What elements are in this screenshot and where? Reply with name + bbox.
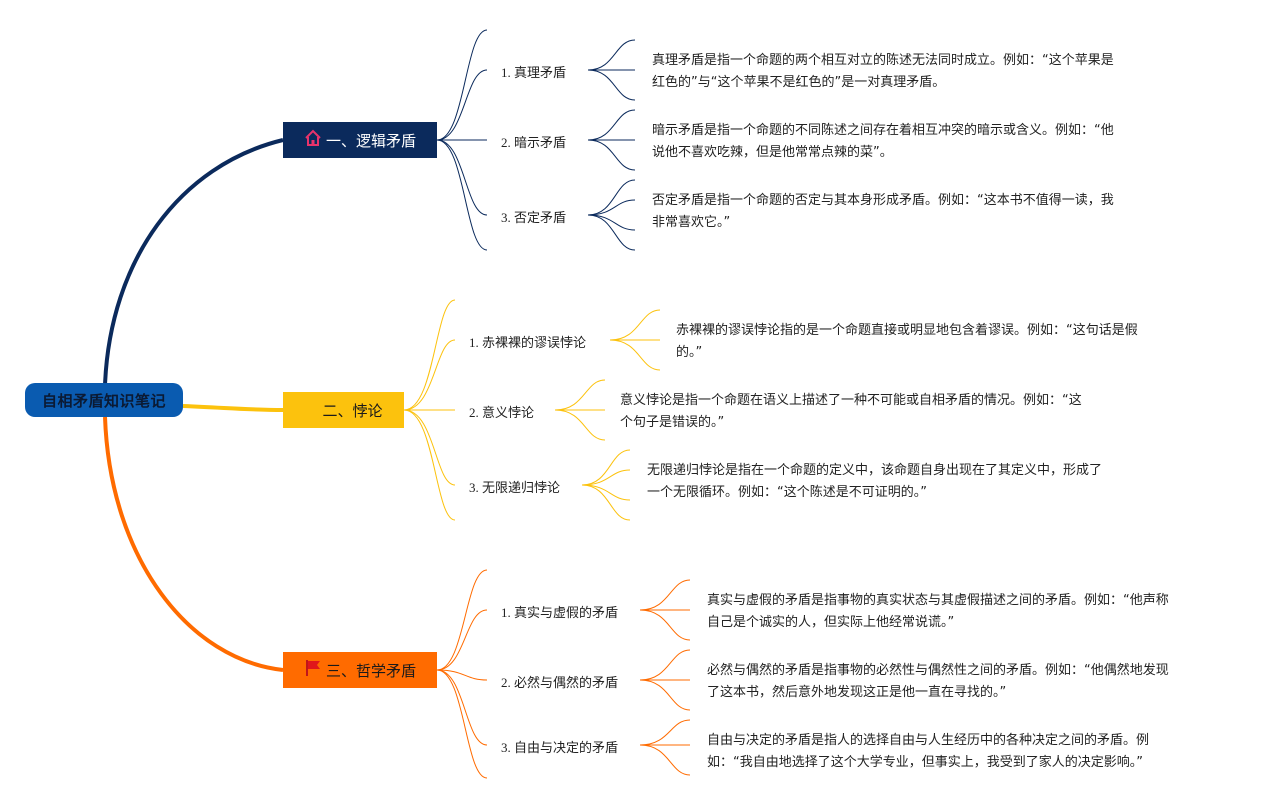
note-line: 否定矛盾是指一个命题的否定与其本身形成矛盾。例如：“这本书不值得一读，我: [652, 193, 1114, 208]
note-freedom-determinism[interactable]: 自由与决定的矛盾是指人的选择自由与人生经历中的各种决定之间的矛盾。例 如：“我自…: [707, 730, 1207, 774]
note-infinite-recursion-paradox[interactable]: 无限递归悖论是指在一个命题的定义中，该命题自身出现在了其定义中，形成了 一个无限…: [647, 460, 1147, 504]
topic-naked-fallacy-paradox[interactable]: 1. 赤裸裸的谬误悖论: [469, 335, 587, 350]
note-line: 说他不喜欢吃辣，但是他常常点辣的菜”。: [652, 145, 893, 160]
note-semantic-paradox[interactable]: 意义悖论是指一个命题在语义上描述了一种不可能或自相矛盾的情况。例如：“这 个句子…: [620, 390, 1120, 434]
branch-philosophy-links: [436, 569, 691, 779]
note-line: 赤裸裸的谬误悖论指的是一个命题直接或明显地包含着谬误。例如：“这句话是假: [676, 323, 1138, 338]
note-line: 非常喜欢它。”: [652, 215, 731, 230]
branch-label: 一、逻辑矛盾: [325, 131, 416, 150]
trunk-philosophy: [103, 416, 284, 672]
trunk-paradox: [182, 404, 284, 412]
note-truth-contradiction[interactable]: 真理矛盾是指一个命题的两个相互对立的陈述无法同时成立。例如：“这个苹果是 红色的…: [652, 50, 1152, 94]
note-line: 真实与虚假的矛盾是指事物的真实状态与其虚假描述之间的矛盾。例如：“他声称: [707, 593, 1169, 608]
root-label: 自相矛盾知识笔记: [41, 391, 166, 410]
note-line: 个句子是错误的。”: [620, 415, 725, 430]
topic-semantic-paradox[interactable]: 2. 意义悖论: [469, 405, 535, 420]
branch-label: 三、哲学矛盾: [325, 661, 416, 680]
flag-icon: [304, 659, 322, 681]
note-line: 如：“我自由地选择了这个大学专业，但事实上，我受到了家人的决定影响。”: [707, 755, 1143, 770]
note-line: 真理矛盾是指一个命题的两个相互对立的陈述无法同时成立。例如：“这个苹果是: [652, 53, 1114, 68]
branch-label: 二、悖论: [322, 401, 383, 420]
branch-paradox[interactable]: 二、悖论: [283, 392, 404, 428]
branch-paradox-links: [403, 299, 661, 521]
topic-implied-contradiction[interactable]: 2. 暗示矛盾: [501, 135, 567, 150]
topic-truth-falsity[interactable]: 1. 真实与虚假的矛盾: [501, 605, 619, 620]
note-line: 的。”: [676, 345, 703, 360]
note-line: 必然与偶然的矛盾是指事物的必然性与偶然性之间的矛盾。例如：“他偶然地发现: [707, 663, 1169, 678]
note-line: 自己是个诚实的人，但实际上他经常说谎。”: [707, 615, 955, 630]
note-implied-contradiction[interactable]: 暗示矛盾是指一个命题的不同陈述之间存在着相互冲突的暗示或含义。例如：“他 说他不…: [652, 120, 1152, 164]
trunk-logic: [103, 138, 284, 386]
note-line: 红色的”与“这个苹果不是红色的”是一对真理矛盾。: [652, 75, 946, 90]
note-line: 无限递归悖论是指在一个命题的定义中，该命题自身出现在了其定义中，形成了: [647, 463, 1103, 478]
topic-freedom-determinism[interactable]: 3. 自由与决定的矛盾: [501, 740, 619, 755]
note-line: 一个无限循环。例如：“这个陈述是不可证明的。”: [647, 485, 927, 500]
home-icon: [304, 129, 322, 151]
note-line: 意义悖论是指一个命题在语义上描述了一种不可能或自相矛盾的情况。例如：“这: [620, 393, 1082, 408]
topic-negation-contradiction[interactable]: 3. 否定矛盾: [501, 210, 567, 225]
root-node[interactable]: 自相矛盾知识笔记: [25, 383, 183, 417]
note-truth-falsity[interactable]: 真实与虚假的矛盾是指事物的真实状态与其虚假描述之间的矛盾。例如：“他声称 自己是…: [707, 590, 1207, 634]
note-line: 了这本书，然后意外地发现这正是他一直在寻找的。”: [707, 685, 1007, 700]
topic-infinite-recursion-paradox[interactable]: 3. 无限递归悖论: [469, 480, 561, 495]
note-line: 暗示矛盾是指一个命题的不同陈述之间存在着相互冲突的暗示或含义。例如：“他: [652, 123, 1114, 138]
note-line: 自由与决定的矛盾是指人的选择自由与人生经历中的各种决定之间的矛盾。例: [707, 733, 1150, 748]
branch-logic-contradiction[interactable]: 一、逻辑矛盾: [283, 122, 437, 158]
note-naked-fallacy-paradox[interactable]: 赤裸裸的谬误悖论指的是一个命题直接或明显地包含着谬误。例如：“这句话是假 的。”: [676, 320, 1176, 364]
branch-philosophical-contradiction[interactable]: 三、哲学矛盾: [283, 652, 437, 688]
branch-logic-links: [436, 29, 636, 251]
note-necessity-contingency[interactable]: 必然与偶然的矛盾是指事物的必然性与偶然性之间的矛盾。例如：“他偶然地发现 了这本…: [707, 660, 1207, 704]
topic-truth-contradiction[interactable]: 1. 真理矛盾: [501, 65, 567, 80]
topic-necessity-contingency[interactable]: 2. 必然与偶然的矛盾: [501, 675, 619, 690]
note-negation-contradiction[interactable]: 否定矛盾是指一个命题的否定与其本身形成矛盾。例如：“这本书不值得一读，我 非常喜…: [652, 190, 1152, 234]
